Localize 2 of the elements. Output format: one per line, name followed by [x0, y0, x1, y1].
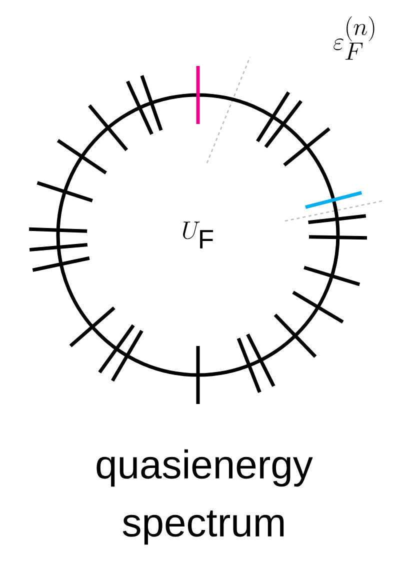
- energy-label: $\varepsilon_F^{(n)}$: [334, 16, 374, 60]
- caption: quasienergy spectrum: [96, 449, 313, 545]
